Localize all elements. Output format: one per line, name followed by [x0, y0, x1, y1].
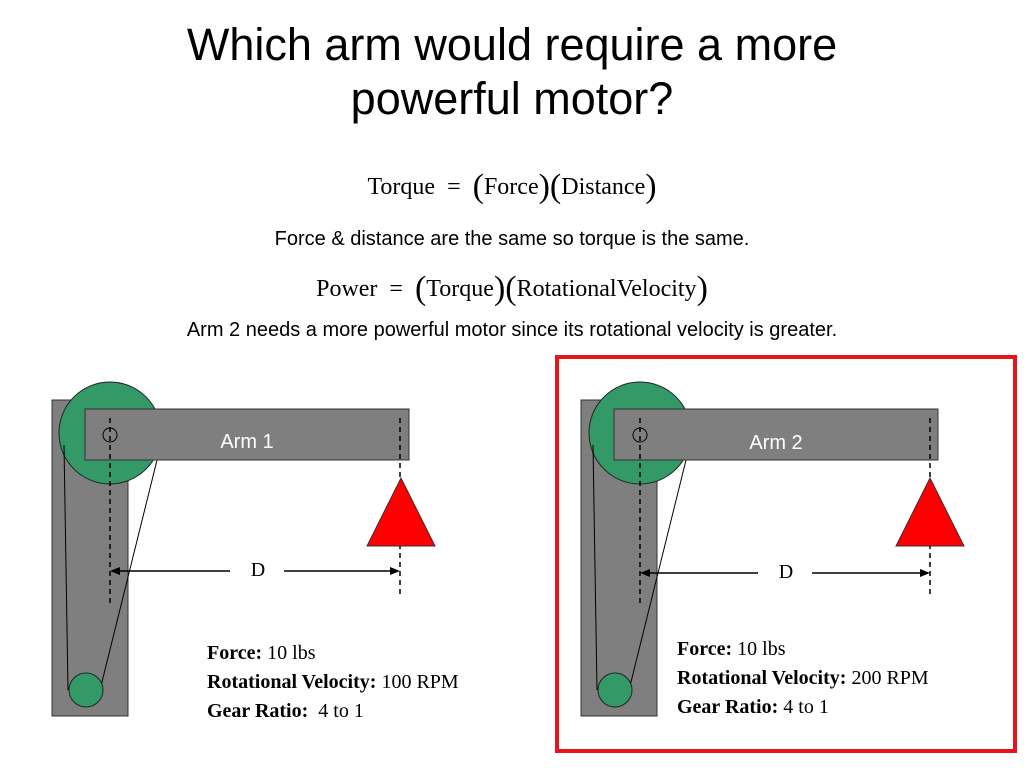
arm-2-weight	[895, 476, 965, 547]
arm-2-motor-gear	[597, 672, 633, 708]
arm-1-velocity-row: Rotational Velocity: 100 RPM	[207, 668, 459, 697]
arm-1-weight	[366, 476, 436, 547]
arm-1-beam	[84, 408, 410, 461]
arm-1-force-label: Force:	[207, 642, 263, 664]
torque-note: Force & distance are the same so torque …	[274, 228, 750, 250]
arm-1-force-row: Force: 10 lbs	[207, 639, 459, 668]
title-line-2: powerful motor?	[350, 73, 674, 124]
arm-1-velocity-value: 100 RPM	[381, 671, 459, 693]
arm-1-gear-value: 4 to 1	[318, 700, 364, 722]
arm-1-force-value: 10 lbs	[267, 642, 316, 664]
arm-2-dim-arrow-left	[640, 569, 650, 577]
arm-1-belt-left	[63, 444, 69, 691]
arm-2-gear-row: Gear Ratio: 4 to 1	[677, 693, 929, 722]
arm-1-velocity-label: Rotational Velocity:	[207, 671, 377, 693]
arm-2-force-label: Force:	[677, 638, 733, 660]
arm-2-velocity-label: Rotational Velocity:	[677, 667, 847, 689]
torque-eq-factor2: Distance	[561, 174, 646, 200]
power-eq-equals: =	[389, 276, 403, 302]
arm-1-assembly: D Arm 1	[51, 381, 436, 717]
arm-2-dim-arrow-right	[920, 569, 930, 577]
arm-2-distance-label: D	[779, 561, 793, 583]
arm-1-gear-label: Gear Ratio:	[207, 700, 309, 722]
slide-title: Which arm would require a more powerful …	[0, 18, 1024, 126]
arm-1-dim-arrow-right	[390, 567, 400, 575]
arm-2-assembly: D Arm 2	[580, 381, 965, 717]
arm-1-distance-label: D	[251, 559, 265, 581]
power-equation: Power=(Torque)(RotationalVelocity)	[316, 270, 708, 307]
highlight-box	[555, 355, 1017, 753]
arm-1-motor-gear	[68, 672, 104, 708]
power-eq-lhs: Power	[316, 276, 378, 302]
arm-1-dim-arrow-left	[110, 567, 120, 575]
arm-1-label: Arm 1	[220, 431, 273, 453]
arm-2-force-row: Force: 10 lbs	[677, 635, 929, 664]
arm-2-velocity-value: 200 RPM	[851, 667, 929, 689]
arm-1-gear-row: Gear Ratio: 4 to 1	[207, 697, 459, 726]
power-eq-factor1: Torque	[426, 276, 494, 302]
torque-eq-factor1: Force	[483, 174, 539, 200]
arm-1-stats: Force: 10 lbs Rotational Velocity: 100 R…	[207, 639, 459, 726]
arm-2-belt-left	[592, 444, 598, 691]
torque-eq-lhs: Torque	[367, 174, 436, 200]
arm-2-belt-right	[628, 447, 690, 691]
arm-2-beam	[613, 408, 939, 461]
arm-2-gear-value: 4 to 1	[783, 696, 829, 718]
power-eq-factor2: RotationalVelocity	[516, 276, 697, 302]
arm-1-belt-right	[99, 447, 161, 691]
torque-equation: Torque=(Force)(Distance)	[367, 168, 657, 205]
arm-2-stats: Force: 10 lbs Rotational Velocity: 200 R…	[677, 635, 929, 722]
arm-2-force-value: 10 lbs	[737, 638, 786, 660]
torque-eq-equals: =	[447, 174, 461, 200]
arm-2-gear-label: Gear Ratio:	[677, 696, 779, 718]
title-line-1: Which arm would require a more	[186, 19, 838, 70]
arm-2-label: Arm 2	[749, 432, 802, 454]
arm-2-velocity-row: Rotational Velocity: 200 RPM	[677, 664, 929, 693]
power-note: Arm 2 needs a more powerful motor since …	[186, 319, 838, 341]
